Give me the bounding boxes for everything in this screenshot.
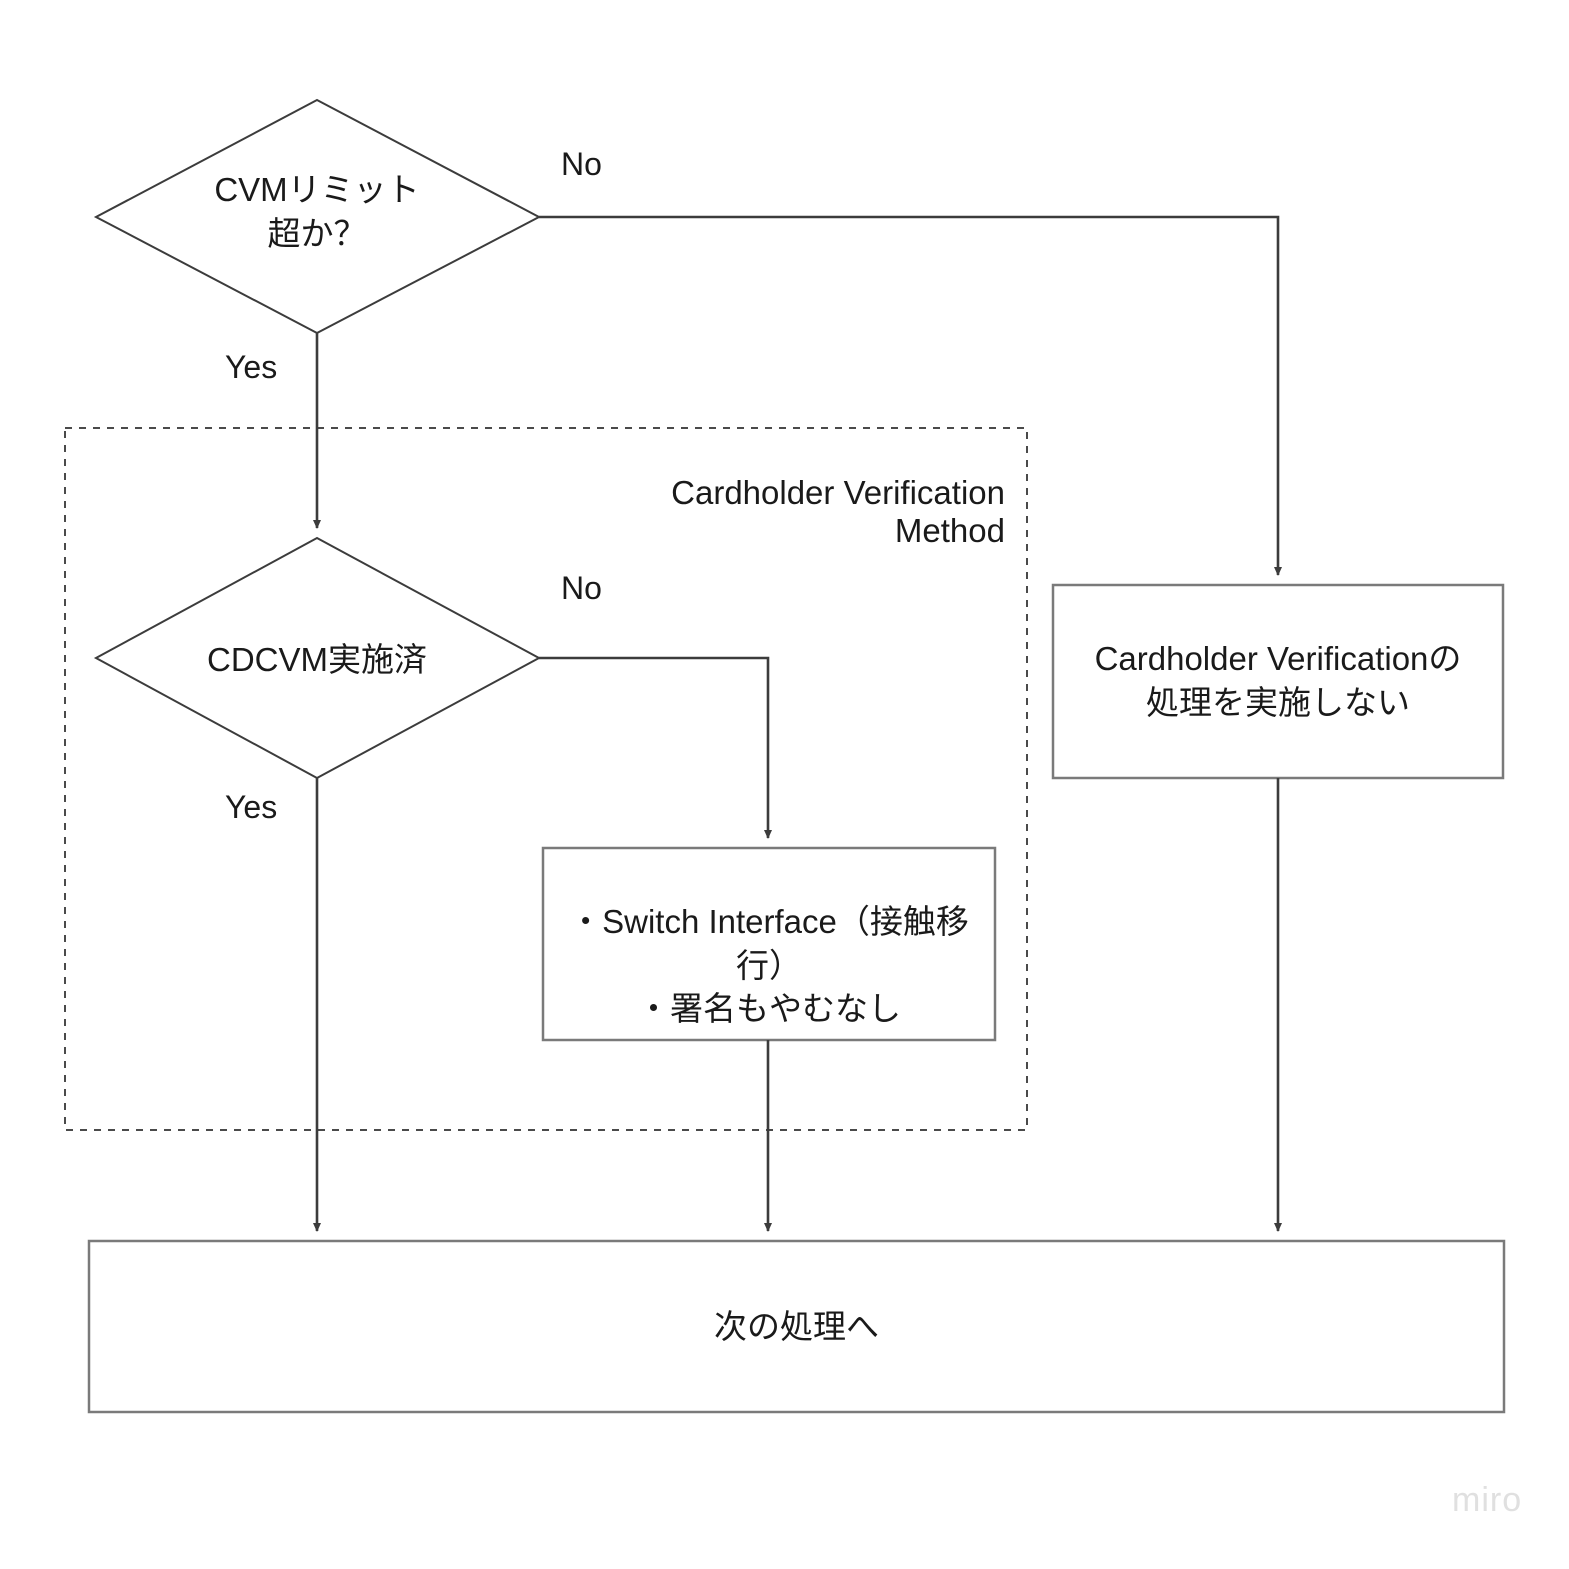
- connector-cdcvm-no: [539, 656, 772, 839]
- process-switch-interface-shape[interactable]: [541, 846, 997, 1042]
- decision-cvm-limit-label: CVMリミット 超か？: [214, 171, 420, 252]
- decision-cdcvm-label: CDCVM実施済: [207, 641, 427, 678]
- process-switch-interface-label: ・Switch Interface（接触移行） ・署名もやむなし: [569, 903, 969, 1028]
- process-no-verification-label: Cardholder Verificationの 処理を実施しない: [1094, 640, 1462, 721]
- process-no-verification-shape[interactable]: [1051, 583, 1505, 780]
- group-title-cardholder-verification-method: Cardholder Verification Method: [671, 474, 1005, 549]
- miro-watermark: miro: [1452, 1481, 1523, 1519]
- connector-cvm-limit-no: [539, 215, 1282, 576]
- edge-label-cdcvm-no: No: [561, 570, 602, 606]
- terminal-next-label: 次の処理へ: [714, 1308, 879, 1345]
- edge-label-cdcvm-yes: Yes: [225, 789, 278, 825]
- edge-label-cvm-limit-yes: Yes: [225, 349, 278, 385]
- edge-label-cvm-limit-no: No: [561, 146, 602, 182]
- group-cardholder-verification-method: [64, 427, 1028, 1131]
- terminal-next-shape[interactable]: [87, 1239, 1506, 1414]
